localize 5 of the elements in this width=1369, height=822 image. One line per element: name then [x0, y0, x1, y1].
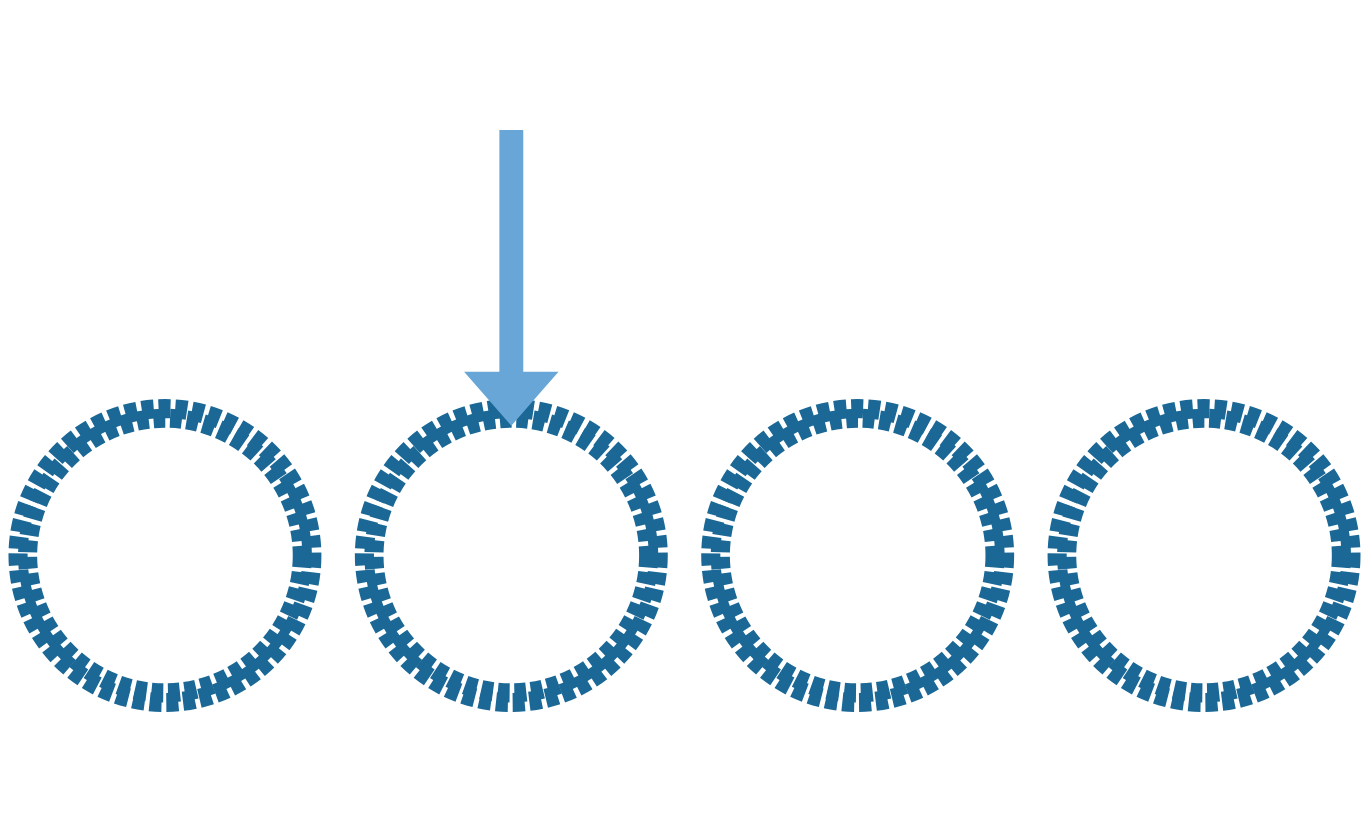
arrow: [464, 129, 559, 426]
node-gear: [8, 398, 322, 712]
node-gear: [354, 398, 668, 712]
node-gear: [701, 398, 1015, 712]
node-gear: [1047, 398, 1361, 712]
